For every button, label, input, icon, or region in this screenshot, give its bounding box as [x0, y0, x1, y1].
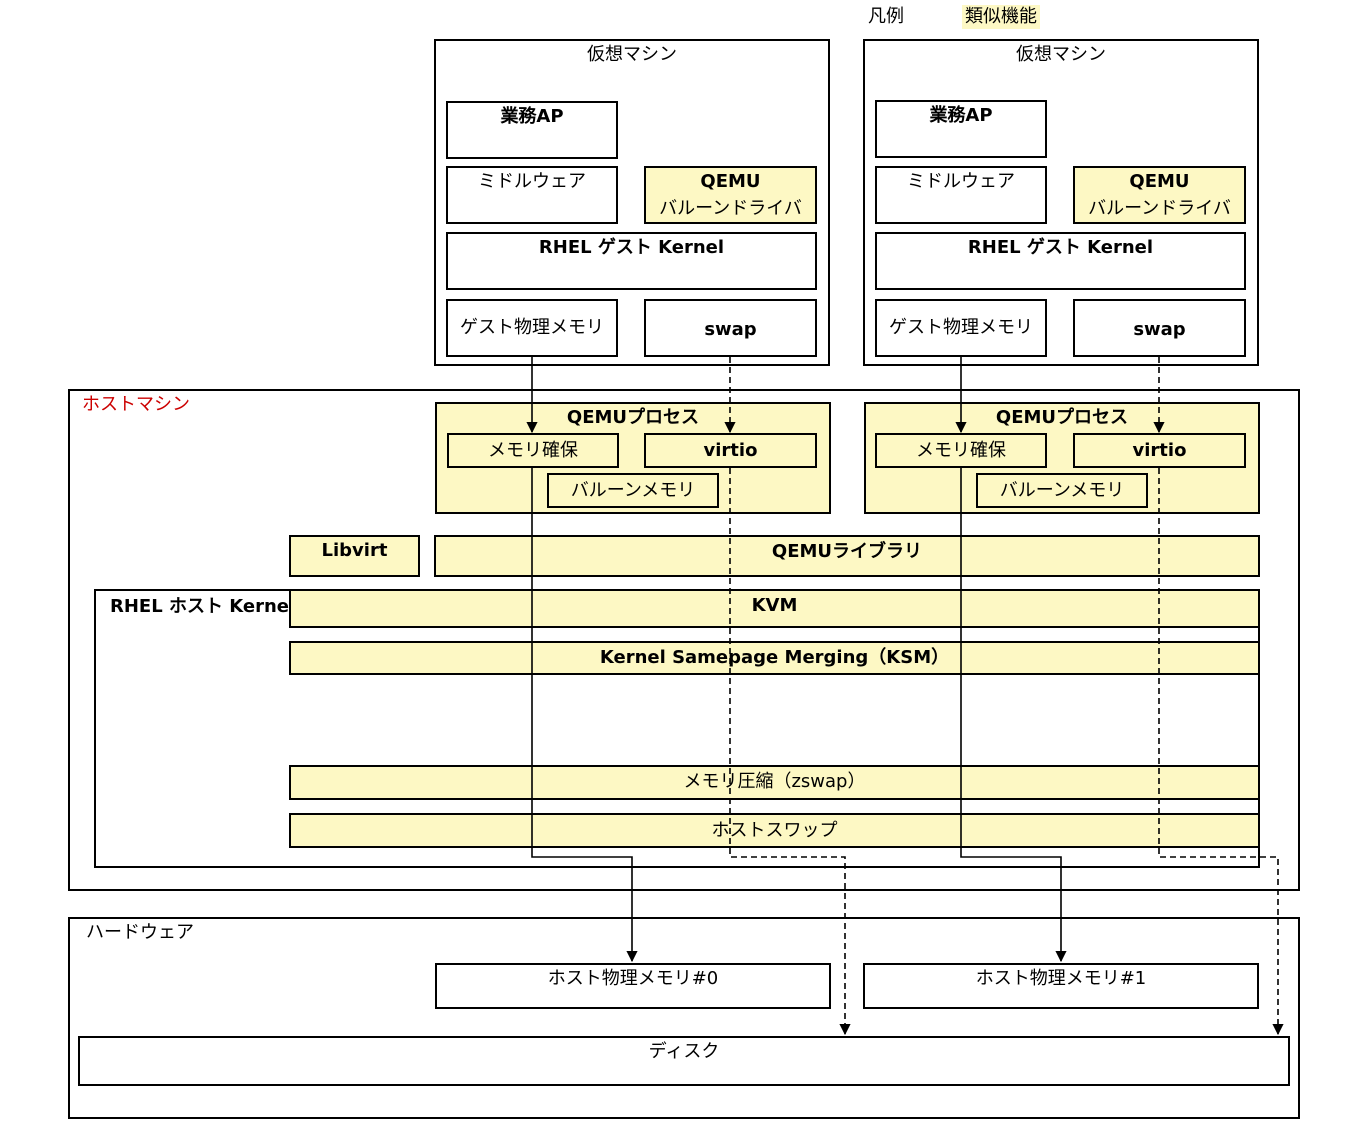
guest-kernel: RHEL ゲスト Kernel: [446, 232, 817, 290]
qemu-balloon-driver: QEMU バルーンドライバ: [1073, 166, 1246, 224]
zswap: メモリ圧縮（zswap）: [289, 765, 1260, 800]
middleware: ミドルウェア: [875, 166, 1047, 224]
virtio-label: virtio: [1132, 440, 1187, 461]
memory-allocation-label: メモリ確保: [488, 440, 578, 461]
swap-label: swap: [1133, 319, 1186, 340]
legend-title: 凡例: [868, 6, 904, 27]
qemu-process-title: QEMUプロセス: [995, 407, 1129, 428]
ksm: Kernel Samepage Merging（KSM）: [289, 641, 1260, 675]
middleware-label: ミドルウェア: [907, 171, 1015, 192]
guest-swap: swap: [644, 299, 817, 357]
host-physical-memory-0: ホスト物理メモリ#0: [435, 963, 831, 1009]
middleware-label: ミドルウェア: [478, 171, 586, 192]
qemu-balloon-driver: QEMU バルーンドライバ: [644, 166, 817, 224]
hardware-title: ハードウェア: [86, 922, 194, 943]
balloon-memory: バルーンメモリ: [976, 473, 1148, 508]
virtio: virtio: [1073, 433, 1246, 468]
guest-physical-memory: ゲスト物理メモリ: [875, 299, 1047, 357]
mem0-label: ホスト物理メモリ#0: [547, 968, 719, 989]
kvm-label: KVM: [751, 595, 798, 616]
virtio: virtio: [644, 433, 817, 468]
qemu-library: QEMUライブラリ: [434, 535, 1260, 577]
memory-allocation-label: メモリ確保: [916, 440, 1006, 461]
balloon-driver-label-1: QEMU: [700, 171, 761, 192]
business-app-label: 業務AP: [500, 106, 564, 127]
balloon-driver-label-2: バルーンドライバ: [1088, 198, 1231, 219]
guest-kernel: RHEL ゲスト Kernel: [875, 232, 1246, 290]
host-swap-label: ホストスワップ: [711, 820, 838, 841]
host-swap: ホストスワップ: [289, 813, 1260, 848]
qemu-process-title: QEMUプロセス: [566, 407, 700, 428]
libvirt-label: Libvirt: [321, 540, 388, 561]
guest-physical-memory: ゲスト物理メモリ: [446, 299, 618, 357]
guest-memory-label: ゲスト物理メモリ: [889, 317, 1033, 338]
zswap-label: メモリ圧縮（zswap）: [683, 771, 866, 792]
guest-kernel-label: RHEL ゲスト Kernel: [538, 237, 725, 258]
guest-swap: swap: [1073, 299, 1246, 357]
legend-similar-function: 類似機能: [962, 5, 1040, 29]
balloon-driver-label-1: QEMU: [1129, 171, 1190, 192]
business-app-label: 業務AP: [929, 105, 993, 126]
balloon-driver-label-2: バルーンドライバ: [659, 198, 802, 219]
vm-title: 仮想マシン: [1016, 44, 1106, 65]
guest-kernel-label: RHEL ゲスト Kernel: [967, 237, 1154, 258]
vm-title: 仮想マシン: [587, 44, 677, 65]
disk-label: ディスク: [648, 1041, 720, 1062]
host-physical-memory-1: ホスト物理メモリ#1: [863, 963, 1259, 1009]
hardware: ハードウェア: [68, 917, 1300, 1119]
guest-memory-label: ゲスト物理メモリ: [460, 317, 604, 338]
mem1-label: ホスト物理メモリ#1: [975, 968, 1147, 989]
qemu-library-label: QEMUライブラリ: [771, 541, 923, 562]
kvm: KVM: [289, 589, 1260, 628]
swap-label: swap: [704, 319, 757, 340]
virtio-label: virtio: [703, 440, 758, 461]
host-machine-title: ホストマシン: [82, 394, 190, 415]
host-kernel-label: RHEL ホスト Kernel: [110, 596, 296, 617]
memory-allocation: メモリ確保: [447, 433, 619, 468]
balloon-memory-label: バルーンメモリ: [570, 480, 696, 501]
ksm-label: Kernel Samepage Merging（KSM）: [599, 647, 950, 668]
disk: ディスク: [78, 1036, 1290, 1086]
middleware: ミドルウェア: [446, 166, 618, 224]
balloon-memory: バルーンメモリ: [547, 473, 719, 508]
balloon-memory-label: バルーンメモリ: [999, 480, 1125, 501]
business-app: 業務AP: [875, 100, 1047, 158]
memory-allocation: メモリ確保: [875, 433, 1047, 468]
libvirt: Libvirt: [289, 535, 420, 577]
business-app: 業務AP: [446, 101, 618, 159]
